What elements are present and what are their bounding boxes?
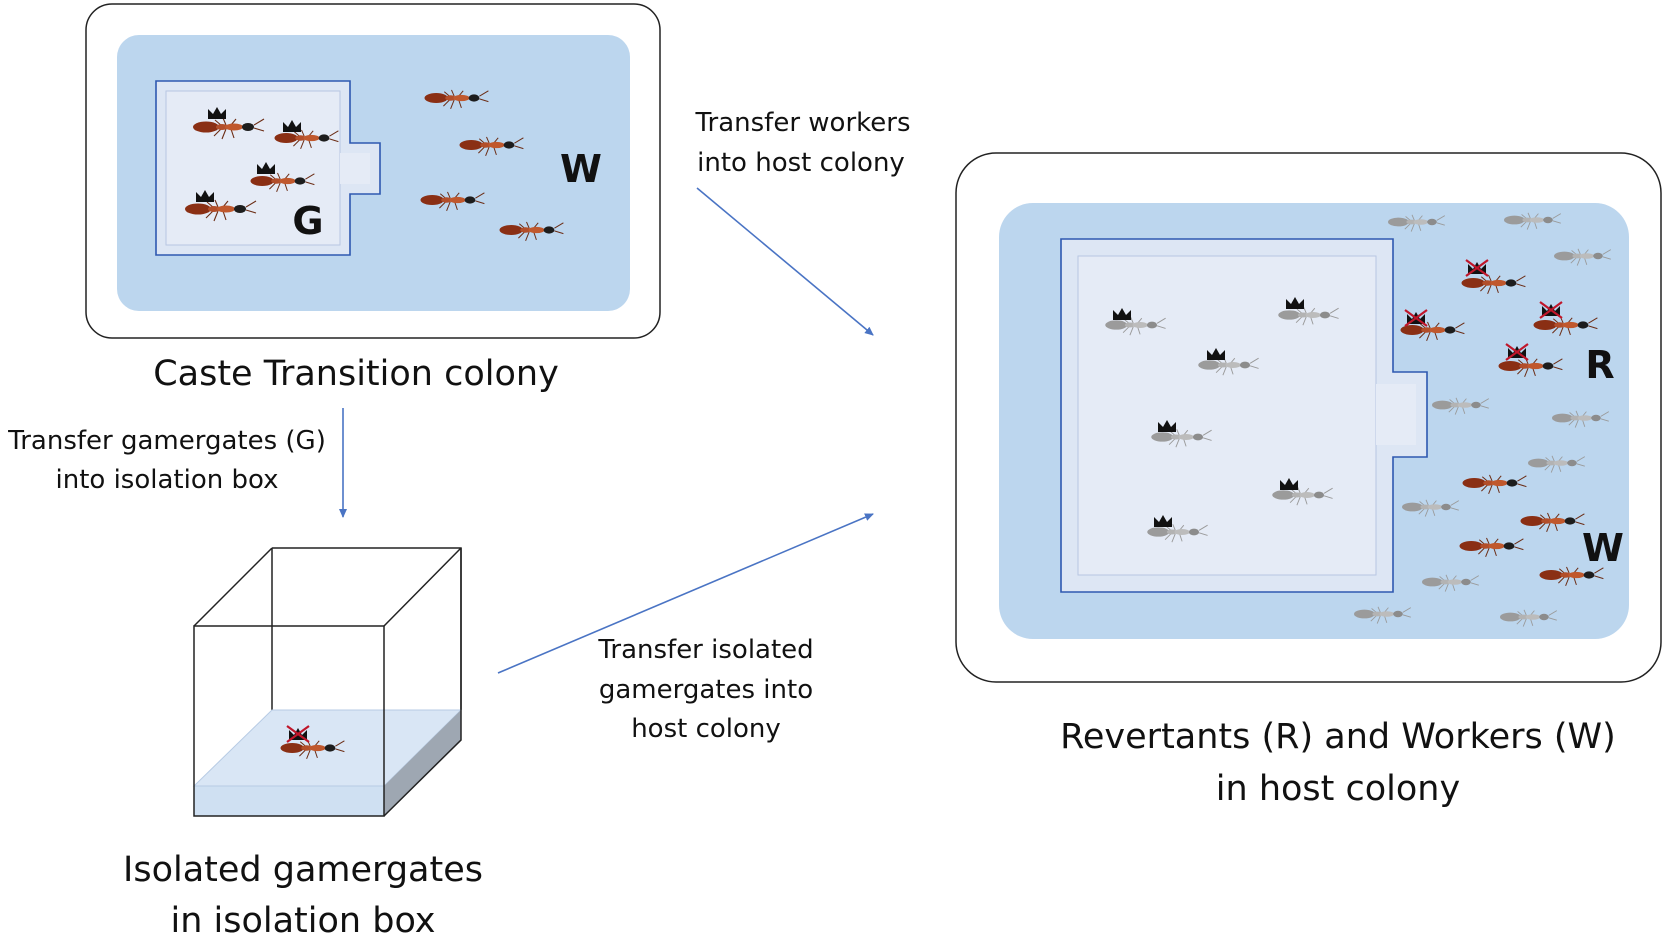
colony-b-caption-line1: Revertants (R) and Workers (W) <box>1060 717 1616 757</box>
revertant-crown-icon <box>1504 342 1530 362</box>
worker-letter: W <box>560 147 602 191</box>
arrow-icon <box>696 187 874 336</box>
colony-b-nest <box>1060 238 1428 593</box>
revertant-crown-icon <box>1538 300 1564 320</box>
revertant-crown-icon <box>1464 258 1490 278</box>
arrow-label-isolation-line2: into isolation box <box>56 465 279 495</box>
isolation-caption-line1: Isolated gamergates <box>123 850 483 890</box>
arrow-label-isolated-line3: host colony <box>631 714 781 744</box>
gamergate-letter: G <box>292 199 323 243</box>
revertant-crown-icon <box>285 724 311 744</box>
arrow-icon <box>497 513 874 674</box>
arrow-label-isolated-line1: Transfer isolated <box>597 635 813 665</box>
worker-letter: W <box>1582 526 1624 570</box>
arrow-label-workers-line1: Transfer workers <box>694 108 910 138</box>
colony-b-caption-line2: in host colony <box>1216 769 1460 809</box>
arrow-label-isolation-line1: Transfer gamergates (G) <box>7 426 326 456</box>
isolation-box-icon <box>192 547 463 817</box>
caste-transition-colony: G W <box>85 3 661 339</box>
host-colony: R W <box>955 152 1662 683</box>
isolation-caption-line2: in isolation box <box>170 901 435 941</box>
colony-a-caption: Caste Transition colony <box>153 354 559 394</box>
arrow-label-workers-line2: into host colony <box>697 148 905 178</box>
revertant-crown-icon <box>1403 308 1429 328</box>
arrow-label-isolated-line2: gamergates into <box>599 675 813 705</box>
revertant-letter: R <box>1585 343 1614 387</box>
